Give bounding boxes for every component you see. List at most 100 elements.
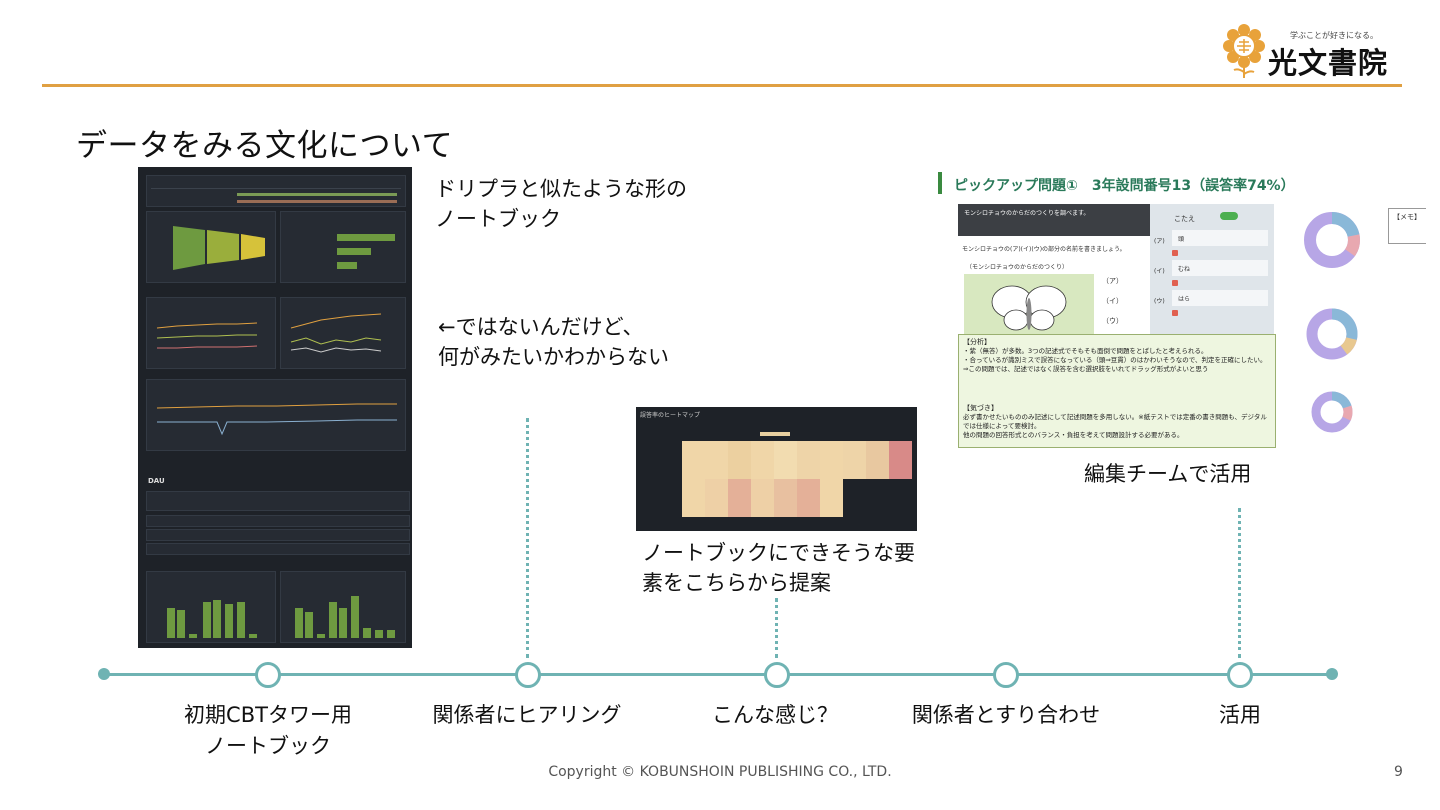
- caption-team: 編集チームで活用: [1084, 462, 1252, 486]
- connector-proposal: [775, 598, 778, 658]
- notice-line: 必ず書かせたいもののみ記述にして記述問題を多用しない。※紙テストでは定番の書き問…: [963, 413, 1267, 430]
- memo-box: 【メモ】: [1388, 208, 1426, 244]
- bar-chart-left: [167, 600, 257, 638]
- analysis-line: ⇒この問題では、記述ではなく誤答を含む選択肢をいれてドラッグ形式がよいと思う: [963, 365, 1209, 373]
- notice-line: 他の問題の回答形式とのバランス・負担を考えて問題設計する必要がある。: [963, 431, 1184, 439]
- question-text: モンシロチョウの(ア)(イ)(ウ)の部分の名前を書きましょう。: [962, 246, 1126, 253]
- slide-title: データをみる文化について: [76, 128, 454, 164]
- timeline-label-line: 関係者にヒアリング: [432, 703, 622, 727]
- heatmap-title: 誤答率のヒートマップ: [640, 412, 701, 419]
- answer-value-i: むね: [1178, 266, 1191, 273]
- wrong-marker-a: [1172, 250, 1178, 256]
- analysis-box: 【分析】 ・紫（無答）が多数。3つの記述式でそもそも面倒で問題をとばしたと考えら…: [958, 334, 1276, 448]
- notice-title: 【気づき】: [963, 404, 998, 412]
- line-panel-3: [146, 379, 406, 451]
- timeline-label-3: こんな感じ？: [680, 700, 870, 731]
- company-logo: [1222, 22, 1407, 82]
- answer-value-a: 頭: [1178, 236, 1185, 243]
- analysis-lines: ・紫（無答）が多数。3つの記述式でそもそも面倒で問題をとばしたと考えられる。 ・…: [963, 347, 1271, 374]
- label-i: （イ）: [1102, 297, 1123, 305]
- timeline-start-dot: [98, 668, 110, 680]
- timeline-node-5: [1227, 662, 1253, 688]
- expander-3[interactable]: [146, 543, 410, 555]
- pickup-heading: ピックアップ問題① 3年設問番号13（誤答率74%）: [954, 178, 1295, 194]
- line-panel-1: [146, 297, 276, 369]
- question-title: モンシロチョウのからだのつくりを調べます。: [964, 210, 1090, 217]
- timeline-line: [104, 673, 1332, 676]
- timeline-label-line: ノートブック: [205, 734, 331, 758]
- timeline-end-dot: [1326, 668, 1338, 680]
- answer-box-a[interactable]: 頭: [1172, 230, 1268, 246]
- dashboard-screenshot: DAU: [138, 167, 412, 648]
- heatmap-grid: [682, 441, 912, 517]
- connector-use: [1238, 508, 1241, 658]
- funnel-panel: [146, 211, 276, 283]
- timeline-label-line: 関係者とすり合わせ: [911, 703, 1101, 727]
- analysis-line: ・紫（無答）が多数。3つの記述式でそもそも面倒で問題をとばしたと考えられる。: [963, 347, 1208, 355]
- timeline-label-2: 関係者にヒアリング: [417, 700, 637, 731]
- wrong-marker-i: [1172, 280, 1178, 286]
- timeline-node-4: [993, 662, 1019, 688]
- header-divider: [42, 84, 1402, 87]
- line-panel-2: [280, 297, 406, 369]
- bar-panel: [280, 211, 406, 283]
- figure-title: （モンシロチョウのからだのつくり）: [966, 264, 1069, 271]
- question-header: モンシロチョウのからだのつくりを調べます。: [958, 204, 1154, 236]
- caption-not-this-line1: ←ではないんだけど、: [438, 315, 644, 339]
- answer-mark-i: (イ): [1154, 268, 1165, 275]
- answer-header: こたえ: [1174, 215, 1195, 223]
- toggle-correct[interactable]: [1220, 212, 1238, 220]
- label-u: （ウ）: [1102, 317, 1123, 325]
- connector-hearing: [526, 418, 529, 658]
- bar-chart-right: [295, 596, 395, 638]
- analysis-title: 【分析】: [963, 338, 991, 346]
- line-chart-2: [290, 313, 382, 353]
- dashboard-table: [146, 175, 406, 207]
- timeline-label-1: 初期CBTタワー用 ノートブック: [168, 700, 368, 762]
- timeline-node-1: [255, 662, 281, 688]
- line-chart-1: [156, 322, 258, 349]
- dau-section-title: DAU: [148, 477, 165, 485]
- label-a: （ア）: [1102, 277, 1123, 285]
- page-number: 9: [1394, 764, 1403, 780]
- timeline-node-3: [764, 662, 790, 688]
- timeline-label-line: 活用: [1219, 703, 1261, 727]
- pickup-problem-screenshot: ピックアップ問題① 3年設問番号13（誤答率74%） モンシロチョウのからだのつ…: [936, 168, 1426, 448]
- analysis-line: ・合っているが識別ミスで誤答になっている（頭⇒豆貫）のはかわいそうなので、判定を…: [963, 356, 1267, 364]
- bar-panel-left: [146, 571, 276, 643]
- funnel-chart: [173, 226, 265, 270]
- donut-charts: [1304, 212, 1360, 433]
- timeline-label-line: こんな感じ？: [712, 703, 838, 727]
- butterfly-figure: [964, 274, 1094, 344]
- answer-mark-a: (ア): [1154, 238, 1165, 245]
- heatmap-screenshot: 誤答率のヒートマップ: [636, 407, 917, 531]
- logo-name: 光文書院: [1268, 46, 1389, 80]
- caption-not-this-line2: 何がみたいかわからない: [438, 345, 669, 369]
- bar-panel-right: [280, 571, 406, 643]
- line-chart-3: [156, 403, 397, 436]
- info-box: [146, 491, 410, 511]
- timeline-label-5: 活用: [1180, 700, 1300, 731]
- copyright-footer: Copyright © KOBUNSHOIN PUBLISHING CO., L…: [548, 764, 892, 780]
- expander-2[interactable]: [146, 529, 410, 541]
- caption-heatmap-line1: ノートブックにできそうな要: [642, 541, 915, 565]
- heading-accent-bar: [938, 172, 942, 194]
- expander-1[interactable]: [146, 515, 410, 527]
- memo-title: 【メモ】: [1393, 213, 1421, 221]
- answer-box-i[interactable]: むね: [1172, 260, 1268, 276]
- logo-tagline: 学ぶことが好きになる。: [1290, 31, 1378, 40]
- caption-heatmap-line2: 素をこちらから提案: [642, 571, 831, 595]
- answer-value-u: はら: [1178, 296, 1191, 303]
- butterfly-icon: [991, 285, 1067, 331]
- timeline-node-2: [515, 662, 541, 688]
- heatmap-colorbar: [760, 432, 790, 436]
- notice-lines: 必ず書かせたいもののみ記述にして記述問題を多用しない。※紙テストでは定番の書き問…: [963, 413, 1271, 440]
- caption-notebook-line1: ドリプラと似たような形の: [435, 177, 687, 201]
- answer-box-u[interactable]: はら: [1172, 290, 1268, 306]
- answer-panel: こたえ (ア) 頭 (イ) むね (ウ) はら: [1150, 204, 1274, 336]
- answer-mark-u: (ウ): [1154, 298, 1165, 305]
- wrong-marker-u: [1172, 310, 1178, 316]
- caption-notebook-line2: ノートブック: [435, 207, 561, 231]
- hbar-chart: [337, 234, 395, 269]
- sunflower-logo-icon: [1223, 24, 1265, 78]
